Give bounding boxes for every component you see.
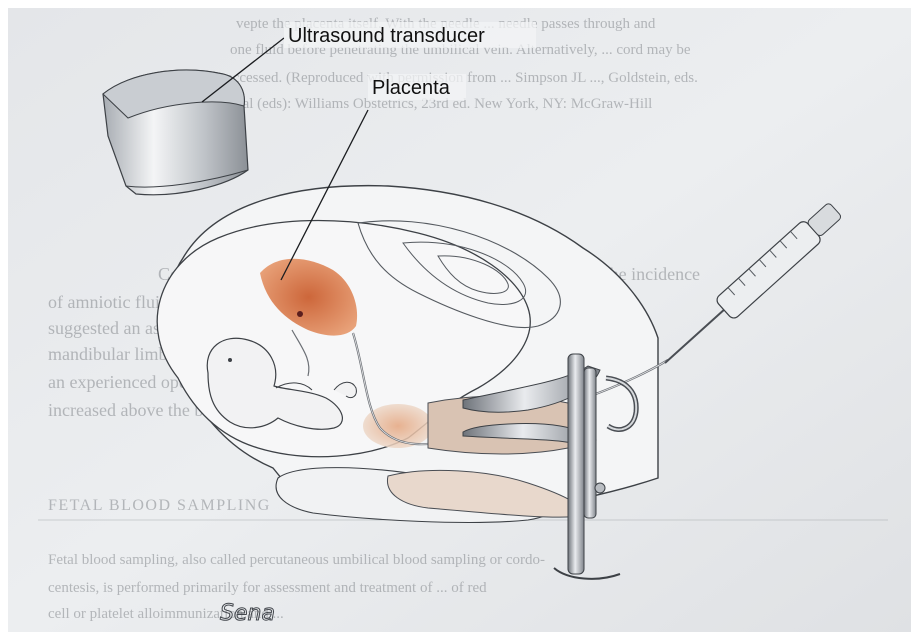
handwritten-signature: Sena: [220, 601, 275, 626]
cord-insertion-dot: [297, 311, 303, 317]
textbook-photo: vepte the placenta itself. With the need…: [8, 8, 911, 632]
ultrasound-transducer: [103, 70, 248, 195]
cvs-illustration: vepte the placenta itself. With the need…: [8, 8, 911, 632]
bg-line: centesis, is performed primarily for ass…: [48, 580, 487, 596]
bg-section-heading: FETAL BLOOD SAMPLING: [48, 497, 271, 514]
ultrasound-transducer-label: Ultrasound transducer: [288, 25, 485, 47]
placenta-label: Placenta: [372, 77, 451, 99]
bg-line: Fetal blood sampling, also called percut…: [48, 552, 545, 568]
